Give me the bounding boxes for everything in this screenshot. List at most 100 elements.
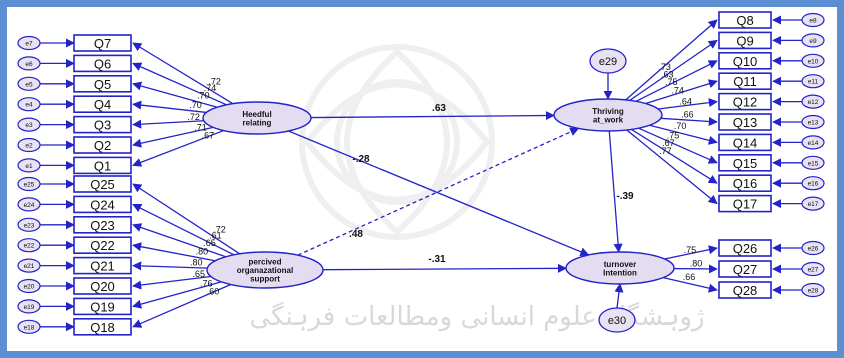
loading-arrow bbox=[132, 126, 214, 148]
loading-arrow bbox=[132, 42, 234, 105]
error-label: e4 bbox=[25, 102, 33, 109]
loading-arrow bbox=[132, 119, 204, 129]
indicator-box bbox=[718, 133, 772, 152]
loading-label: .76 bbox=[200, 279, 213, 289]
disturbance-arrow bbox=[614, 283, 624, 309]
loading-label: .75 bbox=[684, 245, 697, 255]
path-heedful-turnover bbox=[288, 130, 590, 257]
path-support-turnover-label: -.31 bbox=[428, 254, 446, 265]
error-label: e19 bbox=[24, 304, 35, 311]
loading-label: .80 bbox=[690, 259, 703, 269]
error-term bbox=[801, 74, 825, 89]
path-heedful-turnover-label: -.28 bbox=[352, 154, 370, 165]
error-term bbox=[17, 197, 41, 212]
error-label: e20 bbox=[24, 284, 35, 291]
path-support-thriving bbox=[297, 127, 580, 256]
indicator-label: Q10 bbox=[733, 54, 758, 69]
path-thriving-turnover-label: -.39 bbox=[616, 191, 634, 202]
error-term bbox=[801, 196, 825, 211]
error-term bbox=[17, 117, 41, 132]
error-label: e27 bbox=[808, 267, 819, 274]
error-term bbox=[17, 76, 41, 91]
error-label: e21 bbox=[24, 263, 35, 270]
indicator-label: Q19 bbox=[90, 299, 115, 314]
error-label: e26 bbox=[808, 246, 819, 253]
path-support-thriving-label: .48 bbox=[349, 229, 363, 240]
indicator-label: Q15 bbox=[733, 156, 758, 171]
error-term bbox=[801, 53, 825, 68]
indicator-box bbox=[718, 92, 772, 111]
loading-label: .75 bbox=[667, 130, 680, 140]
error-term bbox=[801, 33, 825, 48]
loading-label: .80 bbox=[196, 246, 209, 256]
latent-thriving-at-work-label: at_work bbox=[593, 115, 624, 124]
error-label: e22 bbox=[24, 243, 35, 250]
indicator-box bbox=[718, 239, 772, 257]
loading-arrow bbox=[132, 261, 208, 271]
loading-label: .72 bbox=[213, 224, 226, 234]
latent-thriving-at-work bbox=[553, 98, 663, 132]
indicator-box bbox=[718, 11, 772, 29]
indicator-box bbox=[73, 175, 132, 193]
indicator-label: Q2 bbox=[94, 138, 111, 153]
loading-label: .67 bbox=[662, 138, 675, 148]
latent-perceived-support bbox=[206, 251, 324, 289]
path-support-turnover bbox=[322, 263, 567, 273]
error-label: e25 bbox=[24, 182, 35, 189]
indicator-label: Q16 bbox=[733, 176, 758, 191]
error-label: e13 bbox=[808, 120, 819, 127]
latent-perceived-support-label: organazational bbox=[237, 266, 293, 275]
error-label: e23 bbox=[24, 222, 35, 229]
error-term bbox=[17, 158, 41, 173]
disturbance-label: e30 bbox=[608, 315, 626, 327]
loading-label: .80 bbox=[190, 257, 203, 267]
indicator-label: Q27 bbox=[733, 262, 758, 277]
error-label: e18 bbox=[24, 324, 35, 331]
loading-arrow bbox=[132, 242, 216, 262]
indicator-box bbox=[718, 260, 772, 278]
error-label: e15 bbox=[808, 160, 819, 167]
indicator-box bbox=[73, 195, 132, 214]
error-term bbox=[17, 97, 41, 112]
loading-arrow bbox=[663, 276, 718, 293]
error-label: e1 bbox=[25, 163, 33, 170]
indicator-label: Q26 bbox=[733, 241, 758, 256]
error-term bbox=[801, 176, 825, 191]
indicator-label: Q12 bbox=[733, 95, 758, 110]
loading-arrow bbox=[649, 124, 718, 145]
loading-label: .66 bbox=[681, 110, 694, 120]
loading-arrow bbox=[132, 281, 222, 309]
loading-arrow bbox=[132, 129, 224, 167]
indicator-label: Q13 bbox=[733, 115, 758, 130]
indicator-box bbox=[718, 154, 772, 172]
loading-arrow bbox=[132, 183, 241, 255]
loading-arrow bbox=[132, 100, 207, 114]
indicator-box bbox=[718, 281, 772, 299]
disturbance-e30 bbox=[598, 307, 636, 333]
indicator-box bbox=[73, 256, 132, 275]
indicator-box bbox=[73, 216, 132, 234]
indicator-box bbox=[718, 31, 772, 50]
loading-label: .60 bbox=[207, 286, 220, 296]
loading-arrow bbox=[638, 127, 718, 164]
loading-label: .70 bbox=[674, 121, 687, 131]
indicator-label: Q20 bbox=[90, 279, 115, 294]
error-term bbox=[801, 114, 825, 130]
loading-label: .77 bbox=[659, 146, 672, 156]
loading-arrow bbox=[631, 128, 718, 184]
error-label: e12 bbox=[808, 99, 819, 106]
error-term bbox=[801, 155, 825, 170]
latent-perceived-support-label: support bbox=[250, 275, 280, 284]
latent-heedful-relating bbox=[202, 101, 312, 135]
loading-arrow bbox=[657, 98, 718, 110]
loading-label: .71 bbox=[194, 122, 207, 132]
error-term bbox=[17, 258, 41, 273]
loading-arrow bbox=[132, 275, 211, 290]
indicator-label: Q17 bbox=[733, 197, 758, 212]
error-term bbox=[17, 137, 41, 153]
indicator-label: Q11 bbox=[733, 74, 757, 89]
indicator-box bbox=[73, 297, 132, 316]
loading-label: .74 bbox=[204, 83, 217, 93]
